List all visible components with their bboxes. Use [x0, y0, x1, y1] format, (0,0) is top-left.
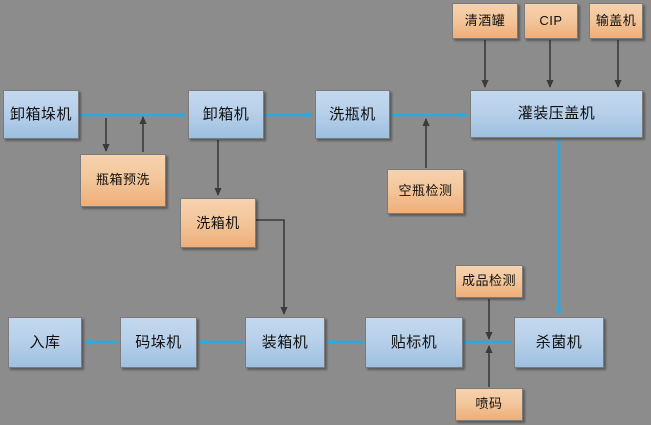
- node-guanzhuangyagaiji[interactable]: 灌装压盖机: [470, 90, 643, 138]
- node-penma[interactable]: 喷码: [455, 388, 523, 421]
- node-pingxiangyuxi[interactable]: 瓶箱预洗: [80, 154, 166, 207]
- node-label: 空瓶检测: [398, 183, 453, 199]
- node-xiexiangduoji[interactable]: 卸箱垛机: [3, 90, 79, 139]
- node-label: 输盖机: [595, 12, 637, 28]
- node-cip[interactable]: CIP: [524, 3, 578, 39]
- node-label: 清酒罐: [464, 12, 506, 28]
- node-maduoji[interactable]: 码垛机: [120, 317, 197, 368]
- node-label: 卸箱机: [202, 105, 250, 123]
- node-label: 洗箱机: [196, 214, 240, 231]
- node-xipingji[interactable]: 洗瓶机: [315, 90, 390, 139]
- node-label: CIP: [539, 12, 563, 28]
- node-kongpingjiance[interactable]: 空瓶检测: [387, 169, 464, 214]
- node-xiexiangji[interactable]: 卸箱机: [188, 90, 264, 139]
- edge-xixiangji-to-zhuangxiangji: [256, 219, 288, 315]
- node-label: 喷码: [475, 396, 503, 412]
- node-shajunji[interactable]: 杀菌机: [514, 317, 604, 368]
- node-label: 杀菌机: [535, 333, 583, 351]
- node-chengpinjiance[interactable]: 成品检测: [455, 265, 523, 298]
- node-label: 贴标机: [390, 333, 438, 351]
- node-label: 灌装压盖机: [517, 105, 596, 123]
- node-label: 卸箱垛机: [9, 105, 72, 123]
- main-flow-edges: [80, 111, 563, 346]
- node-label: 装箱机: [261, 333, 309, 351]
- node-label: 瓶箱预洗: [95, 172, 150, 188]
- node-qingjiuguan[interactable]: 清酒罐: [452, 3, 518, 39]
- node-tiebiaoji[interactable]: 贴标机: [365, 317, 463, 368]
- node-label: 成品检测: [461, 273, 516, 289]
- node-label: 洗瓶机: [329, 105, 376, 123]
- node-xixiangji[interactable]: 洗箱机: [180, 198, 256, 248]
- node-label: 入库: [29, 333, 61, 351]
- node-label: 码垛机: [135, 333, 182, 351]
- node-zhuangxiangji[interactable]: 装箱机: [245, 317, 325, 368]
- node-shugaiji[interactable]: 输盖机: [589, 3, 643, 39]
- node-ruku[interactable]: 入库: [8, 317, 82, 368]
